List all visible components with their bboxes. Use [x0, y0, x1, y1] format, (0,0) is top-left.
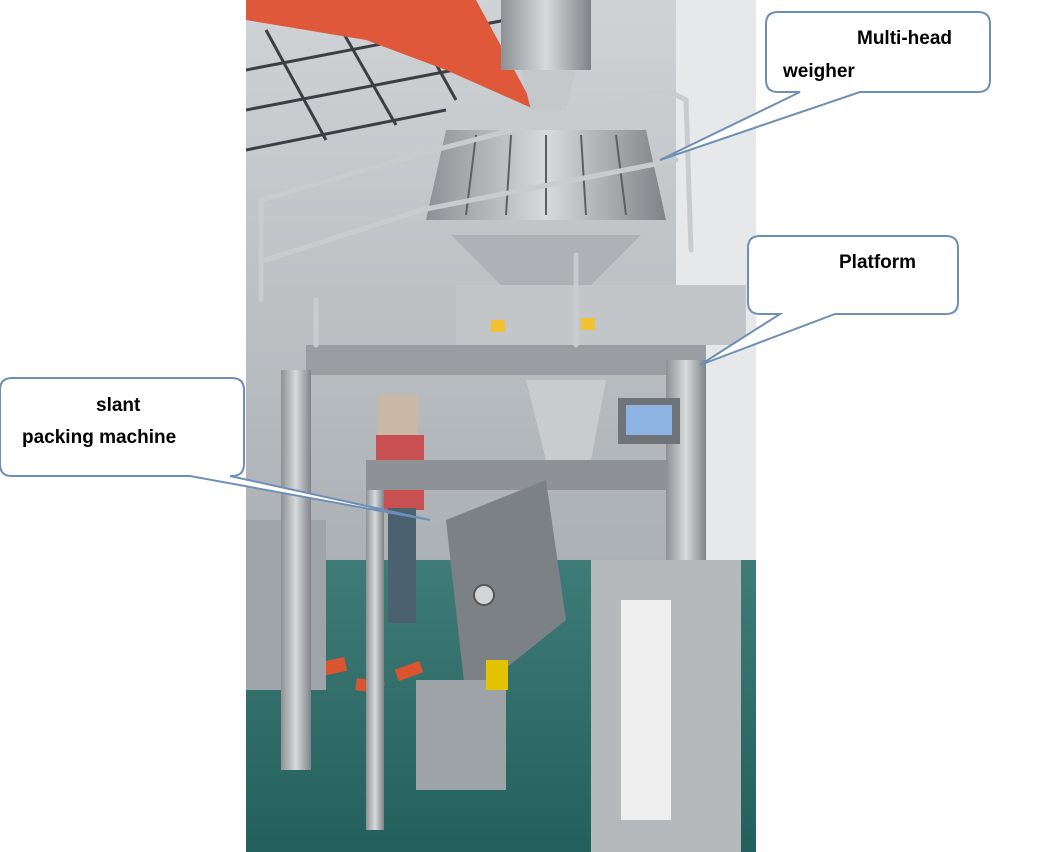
- warning-label: [491, 320, 505, 332]
- warning-label-2: [581, 318, 595, 330]
- pressure-gauge: [473, 584, 495, 606]
- weigher-base: [456, 285, 746, 345]
- feed-hopper: [501, 0, 591, 70]
- cabinet-door: [621, 600, 671, 820]
- callout-packer-line2: packing machine: [22, 427, 177, 448]
- slant-film-unit: [446, 480, 566, 700]
- touch-screen: [626, 405, 672, 435]
- callout-weigher-line2: weigher: [783, 61, 855, 82]
- packer-frame-top: [366, 460, 666, 490]
- worker-legs: [388, 508, 416, 623]
- weigher-top-cone: [521, 70, 576, 110]
- platform-deck: [306, 345, 706, 375]
- packer-frame-left: [366, 490, 384, 830]
- factory-photo: [246, 0, 756, 852]
- platform-leg-left: [281, 370, 311, 770]
- packing-line-illustration: [246, 0, 756, 852]
- callout-platform-text: Platform: [839, 252, 917, 273]
- bag-outlet: [416, 680, 506, 790]
- worker-head-blurred: [378, 395, 418, 435]
- callout-weigher-line1: Multi-head: [857, 28, 952, 49]
- forming-tube: [526, 380, 606, 460]
- red-banner: [246, 0, 536, 110]
- collecting-chute: [451, 235, 641, 290]
- callout-packer-line1: slant: [96, 395, 141, 416]
- yellow-sensor: [486, 660, 508, 690]
